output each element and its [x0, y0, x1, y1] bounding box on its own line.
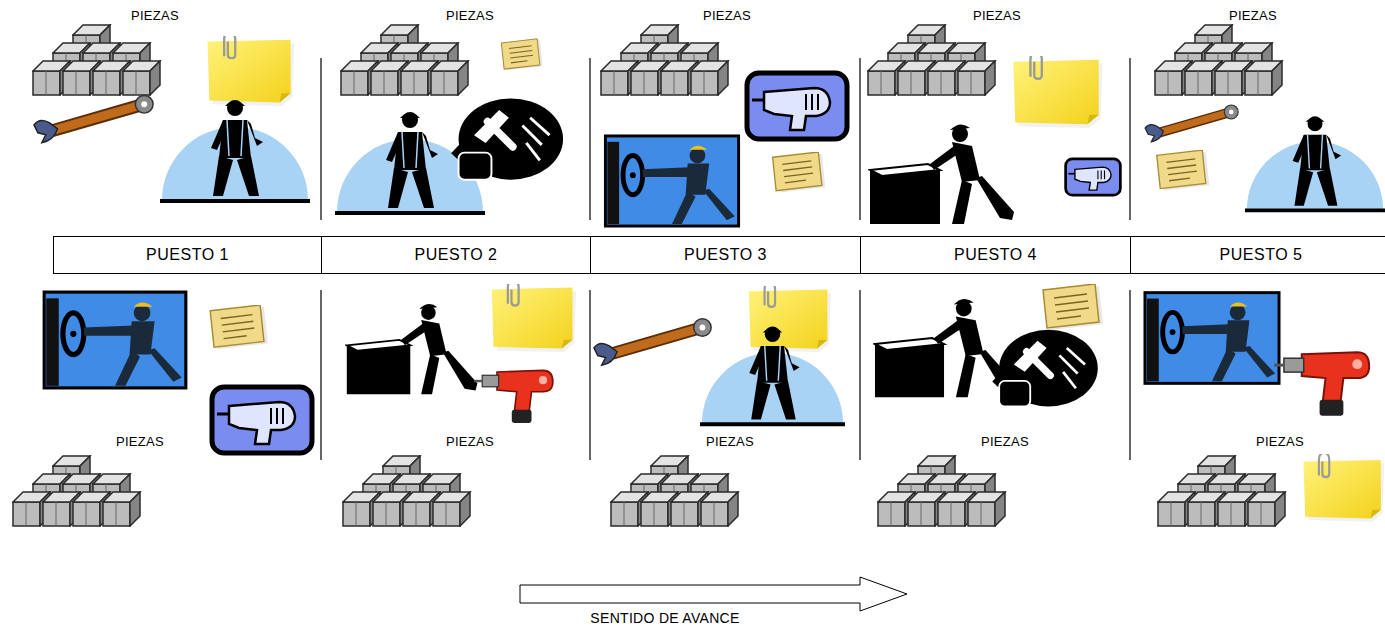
drill-icon — [474, 370, 553, 423]
parts-boxes — [878, 456, 1005, 526]
wrench-icon — [1145, 105, 1238, 142]
separator-line — [1129, 58, 1130, 220]
sticky-note — [1013, 52, 1102, 128]
parts-label: PIEZAS — [131, 8, 179, 23]
station-name: PUESTO 1 — [146, 246, 229, 264]
parts-label: PIEZAS — [1229, 8, 1277, 23]
parts-boxes — [601, 25, 728, 95]
parts-label: PIEZAS — [973, 8, 1021, 23]
memo-note — [501, 39, 542, 71]
machine-operator — [605, 136, 738, 226]
station-cell: PUESTO 3 — [590, 236, 861, 274]
parts-label: PIEZAS — [446, 8, 494, 23]
station-cell: PUESTO 4 — [860, 236, 1131, 274]
parts-label: PIEZAS — [703, 8, 751, 23]
parts-label: PIEZAS — [981, 434, 1029, 449]
column-separators — [321, 58, 1130, 460]
drill-icon — [1274, 352, 1369, 415]
separator-line — [1129, 290, 1130, 460]
parts-label: PIEZAS — [116, 434, 164, 449]
sticky-note — [749, 283, 831, 353]
station-name: PUESTO 3 — [684, 246, 767, 264]
worker-icon — [700, 327, 845, 425]
drill-icon — [747, 73, 847, 139]
parts-boxes — [1158, 456, 1285, 526]
separator-line — [320, 58, 321, 220]
sticky-note — [1303, 453, 1384, 522]
hammer-icon — [455, 98, 563, 179]
parts-boxes — [341, 25, 468, 95]
machine-operator — [44, 292, 186, 388]
worker-icon — [160, 100, 310, 201]
wrench-icon — [34, 95, 153, 142]
hammer-icon — [996, 330, 1098, 407]
separator-line — [859, 58, 860, 220]
direction-arrow — [520, 577, 907, 611]
parts-boxes — [868, 25, 995, 95]
drill-icon — [1066, 159, 1121, 195]
sticky-note — [208, 32, 295, 106]
machine-operator — [1145, 293, 1279, 384]
worker-icon — [1245, 116, 1385, 210]
direction-label: SENTIDO DE AVANCE — [590, 610, 739, 626]
parts-boxes — [13, 456, 140, 526]
drill-icon — [212, 387, 312, 453]
station-cell: PUESTO 1 — [53, 236, 322, 274]
station-name: PUESTO 4 — [954, 246, 1037, 264]
worker-at-box — [347, 304, 478, 394]
parts-label: PIEZAS — [706, 434, 754, 449]
memo-note — [210, 305, 268, 349]
separator-line — [859, 290, 860, 460]
parts-label: PIEZAS — [1256, 434, 1304, 449]
wrench-icon — [594, 319, 711, 366]
separator-line — [320, 290, 321, 460]
station-cell: PUESTO 2 — [321, 236, 591, 274]
separator-line — [589, 290, 590, 460]
station-name: PUESTO 2 — [415, 246, 498, 264]
parts-label: PIEZAS — [446, 434, 494, 449]
parts-boxes — [343, 456, 470, 526]
sticky-note — [492, 280, 576, 352]
memo-note — [1157, 150, 1210, 190]
parts-boxes — [1155, 25, 1282, 95]
station-name: PUESTO 5 — [1220, 246, 1303, 264]
memo-note — [773, 152, 826, 192]
separator-line — [589, 58, 590, 220]
memo-note — [1043, 284, 1103, 330]
parts-boxes — [33, 25, 160, 95]
station-cell: PUESTO 5 — [1130, 236, 1385, 274]
parts-boxes — [611, 456, 738, 526]
worker-at-box — [870, 124, 1014, 224]
